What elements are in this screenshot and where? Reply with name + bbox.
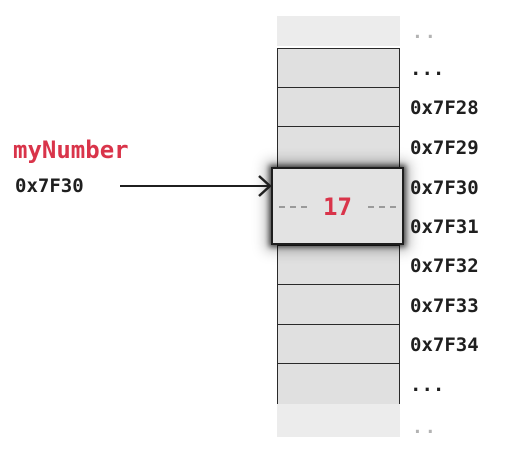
memory-cell [277,48,400,89]
memory-fade-top [277,16,400,46]
variable-value: 17 [323,193,352,221]
right-divider-dash [368,206,396,208]
memory-fade-bottom [277,404,400,437]
memory-cell [277,245,400,286]
memory-cell [277,363,400,405]
memory-cell [277,126,400,169]
arrow-head-icon [258,175,272,197]
variable-name: myNumber [13,136,129,164]
address-label: 0x7F32 [410,255,479,277]
address-label: 0x7F30 [410,177,479,199]
memory-cell [277,324,400,365]
address-label: 0x7F31 [410,216,479,238]
variable-memory-block: 17 [271,167,404,245]
address-label: 0x7F28 [410,97,479,119]
variable-address: 0x7F30 [15,175,84,197]
address-label: 0x7F34 [410,334,479,356]
address-label: 0x7F33 [410,295,479,317]
bottom-fade-label: .. [412,417,438,438]
address-label: ... [410,374,445,396]
address-label: ... [410,58,445,80]
address-label: 0x7F29 [410,137,479,159]
left-divider-dash [279,206,307,208]
top-fade-label: .. [412,22,438,43]
